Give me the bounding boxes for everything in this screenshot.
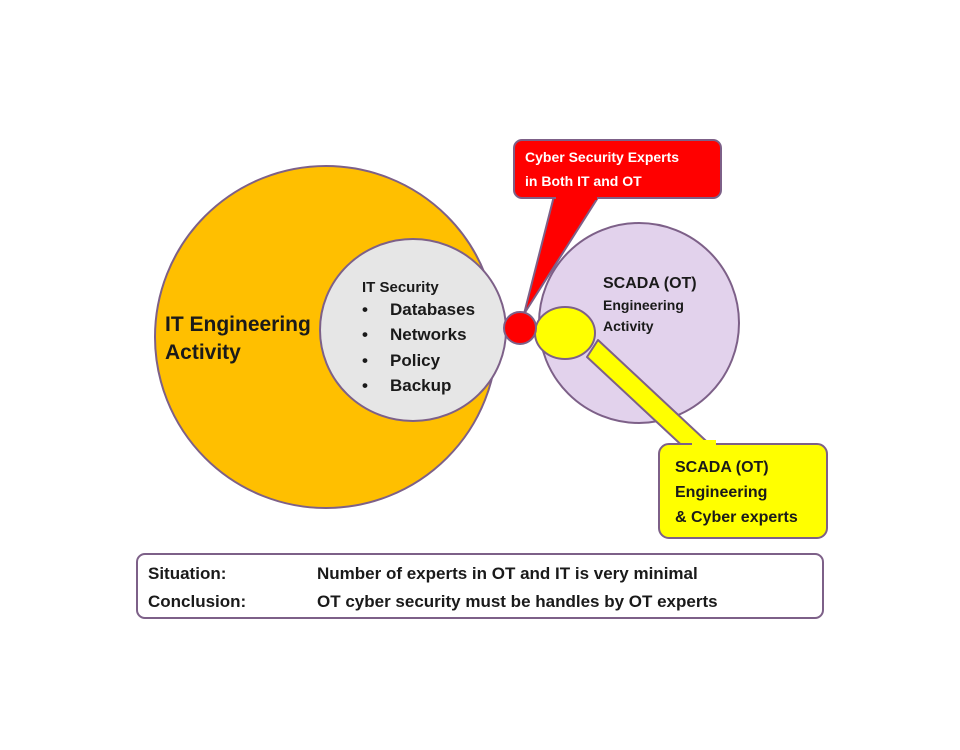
both-experts-dot (503, 311, 537, 345)
it-security-title: IT Security (362, 279, 439, 296)
both-experts-callout-seam (556, 193, 597, 200)
scada-label-line2: Engineering (603, 297, 684, 313)
scada-experts-callout-line1: SCADA (OT) (675, 459, 769, 476)
scada-label-line3: Activity (603, 318, 654, 334)
it-security-bullet-2: • (362, 325, 368, 344)
scada-label-line1: SCADA (OT) (603, 275, 697, 292)
summary-box (136, 553, 824, 619)
situation-label: Situation: (148, 564, 226, 583)
scada-experts-callout-box (658, 443, 828, 539)
both-experts-callout-line2: in Both IT and OT (525, 173, 642, 189)
it-engineering-label-line1: IT Engineering (165, 313, 311, 336)
both-experts-callout-line1: Cyber Security Experts (525, 149, 679, 165)
it-security-bullet-4: • (362, 376, 368, 395)
it-security-bullet-3: • (362, 351, 368, 370)
situation-text: Number of experts in OT and IT is very m… (317, 564, 698, 583)
it-security-item-backup: Backup (390, 376, 451, 395)
it-security-item-networks: Networks (390, 325, 467, 344)
it-security-item-policy: Policy (390, 351, 441, 370)
conclusion-text: OT cyber security must be handles by OT … (317, 592, 718, 611)
scada-experts-callout-seam (692, 440, 716, 448)
it-security-item-databases: Databases (390, 300, 475, 319)
scada-experts-callout-line2: Engineering (675, 484, 767, 501)
it-security-bullet-1: • (362, 300, 368, 319)
both-experts-callout-box (513, 139, 722, 199)
conclusion-label: Conclusion: (148, 592, 246, 611)
it-engineering-label-line2: Activity (165, 341, 241, 364)
scada-experts-ellipse (534, 306, 596, 360)
scada-experts-callout-line3: & Cyber experts (675, 509, 798, 526)
